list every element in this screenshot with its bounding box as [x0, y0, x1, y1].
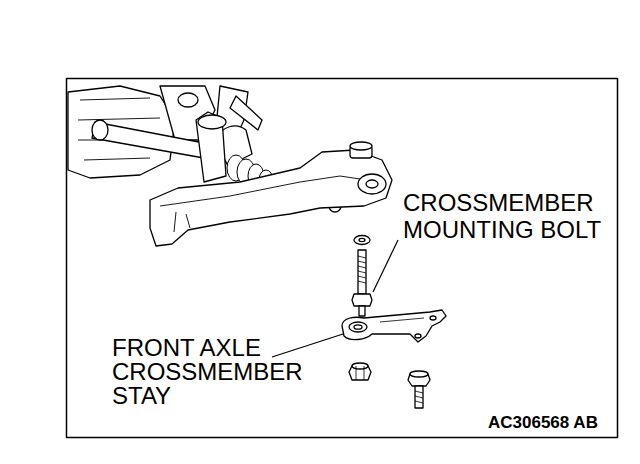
nut	[349, 363, 371, 380]
part-name: FRONT AXLE CROSSMEMBER STAY	[112, 336, 312, 408]
part-name: CROSSMEMBER MOUNTING BOLT	[403, 189, 615, 243]
stay-bolt	[408, 371, 430, 408]
washer	[354, 236, 370, 245]
figure-code: AC306568 AB	[488, 413, 614, 433]
leader-line	[373, 240, 398, 292]
leader-line	[272, 334, 343, 357]
front-axle-crossmember	[150, 96, 392, 246]
figure-frame	[67, 79, 618, 438]
crossmember-stay	[342, 310, 446, 342]
mounting-bolt	[352, 250, 372, 316]
